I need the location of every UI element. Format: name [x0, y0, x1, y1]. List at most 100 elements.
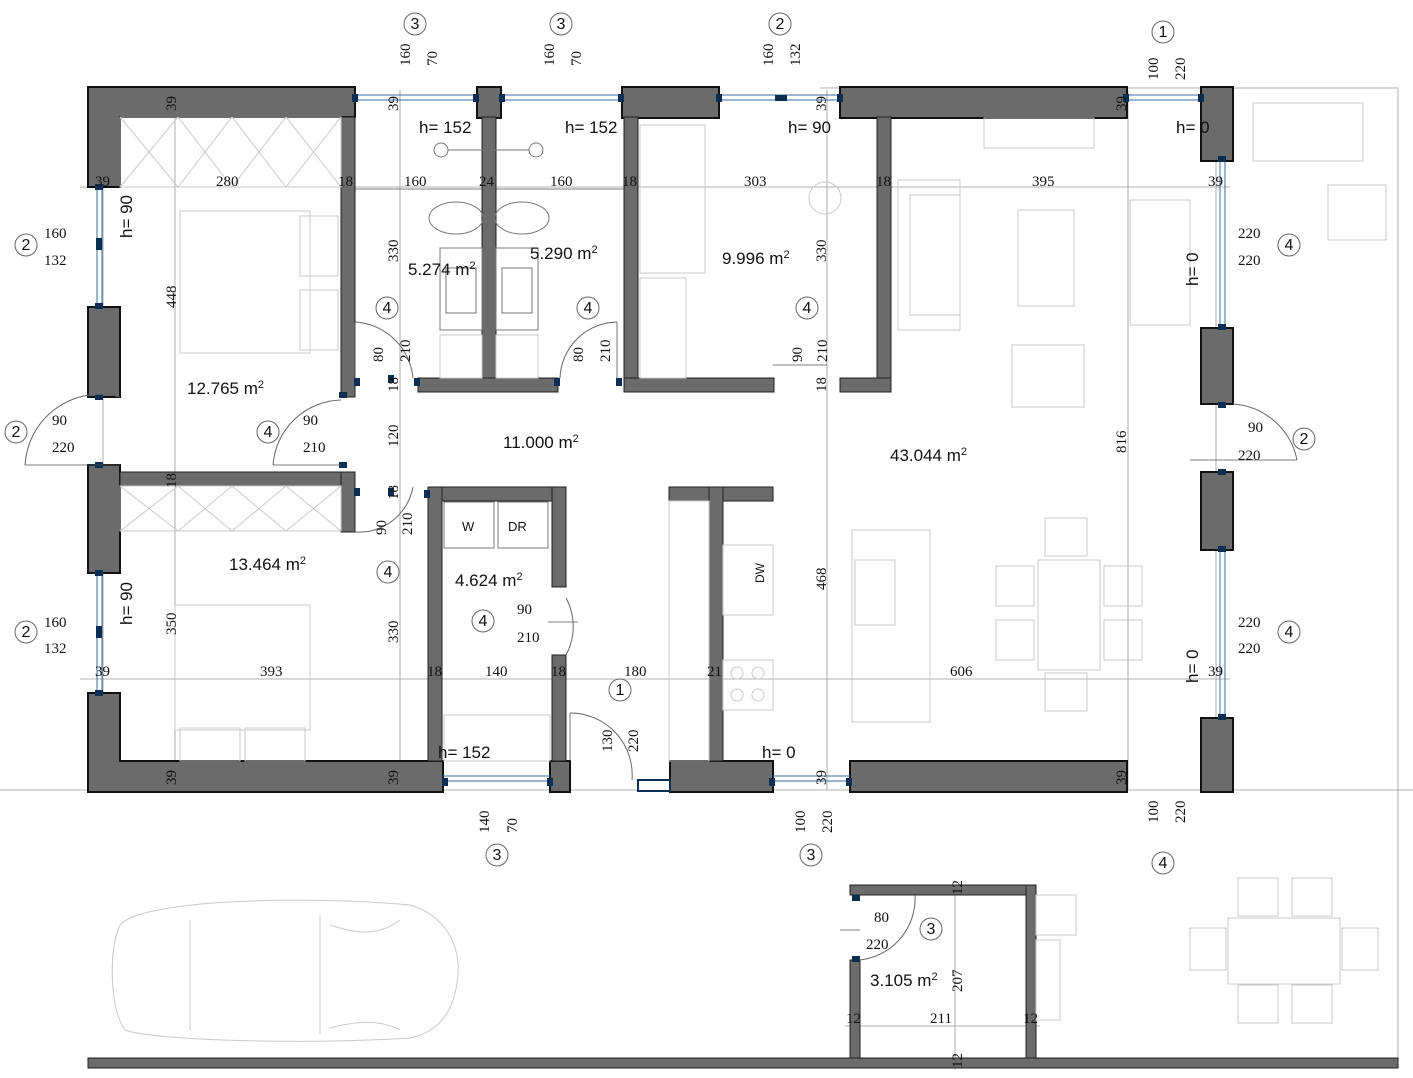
dim-bot_21: 21 [707, 664, 722, 680]
opening-0-height: 70 [425, 51, 441, 66]
opening-8-width: 80 [371, 347, 387, 362]
dim-top_39b: 39 [1208, 174, 1223, 190]
wall-right-top [1200, 86, 1234, 162]
sill-height-s3: h= 90 [788, 118, 831, 137]
opening-9-width: 80 [571, 347, 587, 362]
wall-laundry-top [427, 486, 567, 502]
dim-w39_bl: 39 [164, 770, 180, 785]
opening-2-tag: 2 [776, 16, 785, 33]
dim-v468: 468 [814, 568, 830, 591]
dim-top_18c: 18 [876, 174, 891, 190]
dim-bot_606: 606 [950, 664, 973, 680]
opening-7-marker [256, 420, 280, 444]
room-area-laundry: 4.624 m2 [455, 571, 523, 590]
wall-bed1-right [340, 116, 356, 398]
opening-9-height: 210 [598, 340, 614, 363]
opening-18-width: 100 [793, 811, 809, 834]
opening-1-tag: 3 [557, 16, 566, 33]
wall-laundry-left [427, 486, 443, 762]
wall-bottom-kitchen [669, 760, 774, 793]
opening-9-tag: 4 [584, 300, 593, 317]
opening-10-height: 210 [815, 340, 831, 363]
room-area-hall: 11.000 m2 [503, 433, 579, 452]
wall-laundry-right-top [551, 486, 567, 588]
dim-bot_18a: 18 [427, 664, 442, 680]
opening-7-height: 210 [303, 440, 326, 456]
opening-6-height: 220 [52, 440, 75, 456]
wall-left-2 [87, 464, 121, 574]
furniture [111, 102, 1387, 1042]
wall-office-left [623, 116, 639, 393]
opening-2-height: 132 [788, 44, 804, 67]
dim-v330c: 330 [386, 621, 402, 644]
dim-w39_bm: 39 [386, 770, 402, 785]
dim-bot_39b: 39 [1208, 664, 1223, 680]
sill-height-s4: h= 0 [1176, 118, 1210, 137]
opening-0-marker [403, 12, 427, 36]
dim-v816: 816 [1114, 430, 1130, 453]
room-area-bath1: 5.274 m2 [408, 260, 476, 279]
dim-top_395: 395 [1032, 174, 1055, 190]
room-area-living: 43.044 m2 [890, 446, 967, 465]
dim-st_207: 207 [950, 969, 966, 992]
wall-left-1 [87, 306, 121, 398]
wall-storage-top [849, 884, 1037, 896]
opening-2-width: 160 [761, 44, 777, 67]
wall-right-mid [1200, 471, 1234, 551]
opening-14-width: 160 [44, 615, 67, 631]
wall-laundry-right-bot [551, 654, 567, 762]
opening-18-tag: 3 [807, 847, 816, 864]
opening-20-marker [919, 917, 943, 941]
opening-9-marker [576, 296, 600, 320]
dim-w39_tl: 39 [164, 96, 180, 111]
opening-8-height: 210 [398, 340, 414, 363]
dim-bot_39a: 39 [95, 664, 110, 680]
wall-bed2-right [340, 471, 356, 533]
opening-8-marker [375, 296, 399, 320]
dishwasher-label: DW [753, 562, 767, 583]
dim-w39_b2: 39 [814, 770, 830, 785]
dim-top_18b: 18 [622, 174, 637, 190]
dim-bot_180: 180 [624, 664, 647, 680]
sill-height-s5: h= 90 [117, 195, 136, 238]
wall-top-left [87, 86, 356, 188]
room-area-bedroom2: 13.464 m2 [229, 555, 306, 574]
opening-4-width: 160 [44, 226, 67, 242]
dim-v448: 448 [164, 286, 180, 309]
dim-st_12a: 12 [846, 1011, 861, 1027]
opening-6-width: 90 [52, 413, 67, 429]
opening-1-height: 70 [569, 51, 585, 66]
opening-10-marker [795, 296, 819, 320]
dim-st_12b: 12 [1023, 1011, 1038, 1027]
opening-14-marker [14, 620, 38, 644]
opening-0-width: 160 [398, 44, 414, 67]
washer-icon [443, 501, 495, 549]
opening-3-tag: 1 [1159, 24, 1168, 41]
opening-4-height: 132 [44, 253, 67, 269]
opening-10-tag: 4 [803, 300, 812, 317]
opening-16-width: 130 [600, 730, 616, 753]
opening-12-marker [376, 560, 400, 584]
dim-v18c: 18 [814, 377, 830, 392]
dryer-label: DR [508, 519, 527, 534]
wall-bath-divider [481, 116, 497, 381]
opening-4-tag: 2 [22, 237, 31, 254]
sill-height-s7: h= 152 [438, 743, 490, 762]
wall-bottom-right [849, 760, 1128, 793]
opening-7-tag: 4 [264, 424, 273, 441]
dim-v120: 120 [386, 425, 402, 448]
wall-office-right-foot [839, 377, 892, 393]
dim-st_12c: 12 [950, 880, 966, 895]
opening-19-height: 220 [1173, 801, 1189, 824]
wall-top-office [621, 86, 720, 119]
dim-w18_b: 18 [164, 473, 180, 488]
dim-st_211: 211 [930, 1011, 952, 1027]
opening-14-tag: 2 [22, 624, 31, 641]
opening-7-width: 90 [303, 413, 318, 429]
opening-13-marker [471, 609, 495, 633]
sill-height-s2: h= 152 [565, 118, 617, 137]
opening-15-width: 220 [1238, 615, 1261, 631]
wall-top-right [839, 86, 1128, 119]
dim-st_12d: 12 [950, 1053, 966, 1068]
